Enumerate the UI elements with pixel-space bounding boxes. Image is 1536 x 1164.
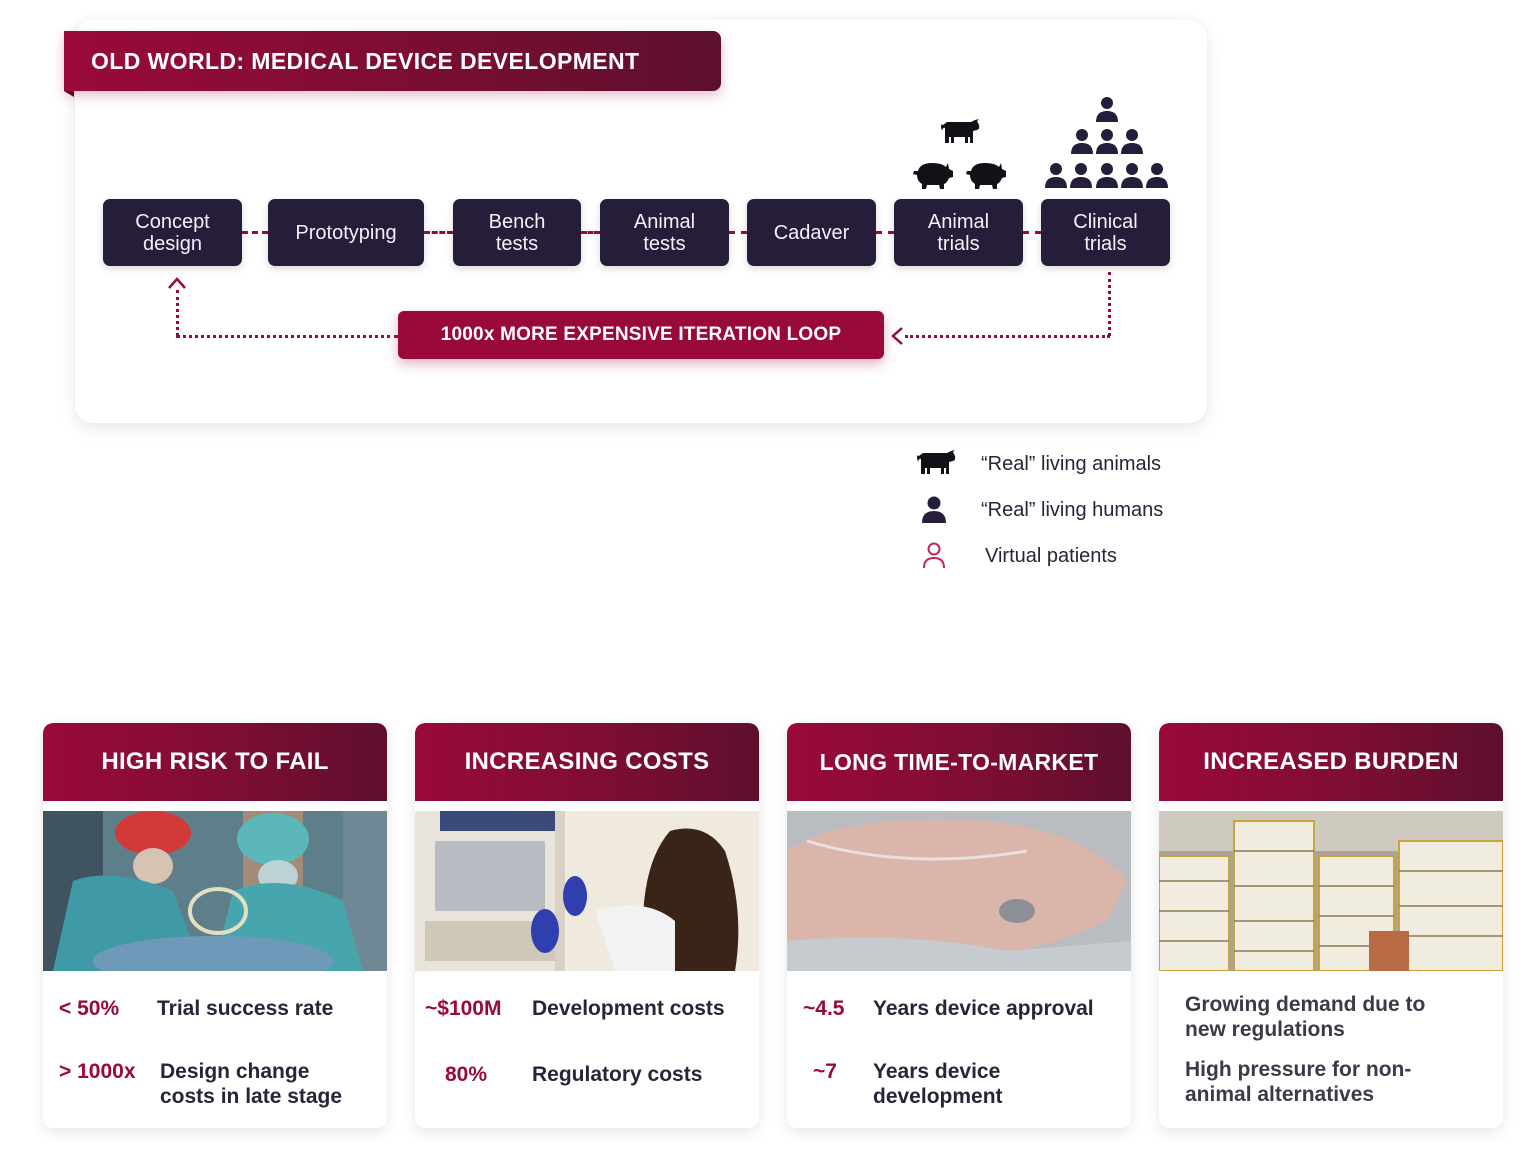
stat-row: > 1000x Design change costs in late stag… bbox=[59, 1059, 342, 1109]
person-outline-icon bbox=[923, 542, 945, 569]
person-icon bbox=[1070, 163, 1092, 188]
stage-cadaver: Cadaver bbox=[747, 199, 876, 266]
stage-concept-design: Concept design bbox=[103, 199, 242, 266]
legend-item-humans: “Real” living humans bbox=[915, 493, 1163, 527]
cow-icon bbox=[941, 119, 980, 143]
stat-value: 80% bbox=[445, 1063, 488, 1086]
surgeons-operating-photo bbox=[43, 811, 387, 971]
page-title: OLD WORLD: MEDICAL DEVICE DEVELOPMENT bbox=[64, 31, 721, 97]
legend-label: “Real” living animals bbox=[981, 452, 1162, 475]
stat-value: < 50% bbox=[59, 997, 120, 1020]
person-icon bbox=[1096, 97, 1118, 122]
loop-arrow-left-icon bbox=[890, 326, 904, 346]
stat-label: Years device approval bbox=[873, 997, 1094, 1020]
stage-connector bbox=[424, 231, 453, 234]
pig-in-plastic-photo bbox=[787, 811, 1131, 971]
stage-bench-tests: Bench tests bbox=[453, 199, 581, 266]
lab-researcher-photo bbox=[415, 811, 759, 971]
card-title: LONG TIME-TO-MARKET bbox=[787, 723, 1131, 801]
legend-label: “Real” living humans bbox=[981, 498, 1164, 521]
stat-row: ~4.5 Years device approval bbox=[803, 996, 1094, 1021]
pig-icon bbox=[966, 163, 1006, 189]
stat-row: ~7 Years device development bbox=[813, 1059, 1003, 1109]
clinical-trials-people-icons bbox=[1043, 96, 1171, 192]
stat-value: ~$100M bbox=[425, 997, 502, 1020]
pig-icon bbox=[913, 163, 953, 189]
stage-connector bbox=[1023, 231, 1041, 234]
iteration-loop-label: 1000x MORE EXPENSIVE ITERATION LOOP bbox=[398, 311, 884, 359]
card-title: INCREASED BURDEN bbox=[1159, 723, 1503, 801]
stat-label: Years device development bbox=[873, 1060, 1003, 1108]
stat-label: Design change costs in late stage bbox=[160, 1060, 343, 1108]
person-icon bbox=[1045, 163, 1067, 188]
stat-value: > 1000x bbox=[59, 1060, 136, 1083]
stage-clinical-trials: Clinical trials bbox=[1041, 199, 1170, 266]
person-icon bbox=[1121, 163, 1143, 188]
stat-label: Regulatory costs bbox=[532, 1063, 703, 1086]
stat-value: ~7 bbox=[813, 1060, 837, 1083]
card-increased-burden: INCREASED BURDEN Growing demand due to n… bbox=[1159, 723, 1503, 1128]
burden-text: High pressure for non- animal alternativ… bbox=[1185, 1058, 1412, 1106]
person-icon bbox=[1071, 129, 1093, 154]
person-icon bbox=[1096, 163, 1118, 188]
legend-item-virtual-patients: Virtual patients bbox=[915, 539, 1117, 573]
stage-animal-trials: Animal trials bbox=[894, 199, 1023, 266]
paper-stacks-photo bbox=[1159, 811, 1503, 971]
loop-line-right bbox=[1108, 272, 1111, 336]
burden-text: Growing demand due to new regulations bbox=[1185, 993, 1426, 1041]
card-increasing-costs: INCREASING COSTS ~$100M Development cost… bbox=[415, 723, 759, 1128]
legend-item-animals: “Real” living animals bbox=[915, 447, 1161, 481]
stage-connector bbox=[242, 231, 268, 234]
stat-label: Development costs bbox=[532, 997, 725, 1020]
stat-row: 80% Regulatory costs bbox=[445, 1062, 702, 1087]
card-title: INCREASING COSTS bbox=[415, 723, 759, 801]
cow-icon bbox=[917, 450, 956, 474]
loop-line-left bbox=[176, 290, 179, 336]
loop-line-bottom-right bbox=[905, 335, 1110, 338]
person-icon bbox=[1096, 129, 1118, 154]
person-icon bbox=[1146, 163, 1168, 188]
card-title: HIGH RISK TO FAIL bbox=[43, 723, 387, 801]
card-long-time-to-market: LONG TIME-TO-MARKET ~4.5 Years device ap… bbox=[787, 723, 1131, 1128]
loop-line-bottom-left bbox=[176, 335, 398, 338]
person-icon bbox=[1121, 129, 1143, 154]
stage-connector bbox=[581, 231, 600, 234]
loop-arrow-up-icon bbox=[167, 276, 187, 290]
stage-animal-tests: Animal tests bbox=[600, 199, 729, 266]
stage-connector bbox=[729, 231, 747, 234]
stat-value: ~4.5 bbox=[803, 997, 845, 1020]
animal-trials-icons bbox=[912, 115, 1007, 193]
stat-row: ~$100M Development costs bbox=[425, 996, 725, 1021]
legend-label: Virtual patients bbox=[985, 544, 1117, 567]
stage-connector bbox=[876, 231, 894, 234]
stage-prototyping: Prototyping bbox=[268, 199, 424, 266]
stat-label: Trial success rate bbox=[157, 997, 334, 1020]
card-high-risk: HIGH RISK TO FAIL < 50% Trial success ra… bbox=[43, 723, 387, 1128]
stat-row: < 50% Trial success rate bbox=[59, 996, 333, 1021]
person-filled-icon bbox=[922, 496, 946, 523]
